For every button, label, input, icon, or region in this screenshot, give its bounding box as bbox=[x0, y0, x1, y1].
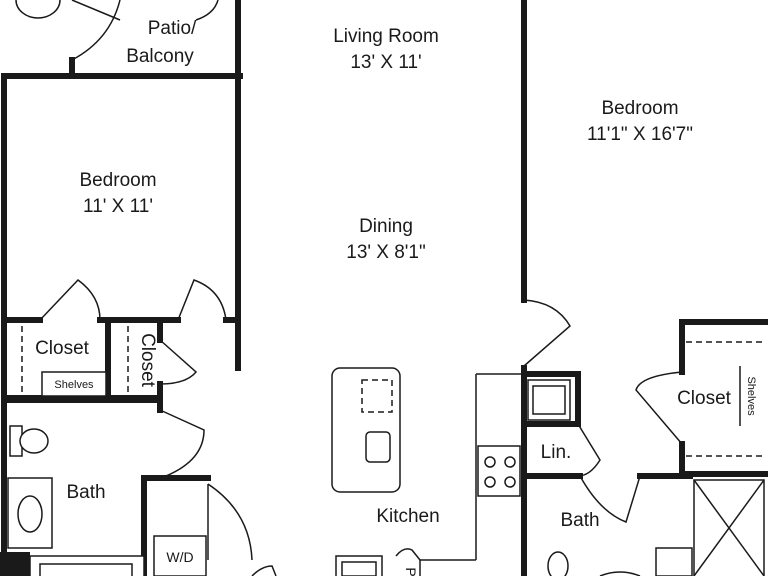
range bbox=[477, 445, 521, 497]
bedroom-right-name: Bedroom bbox=[601, 98, 678, 119]
island-sink bbox=[365, 431, 391, 463]
pantry-label: P bbox=[403, 567, 419, 576]
closet-small-label: Closet bbox=[137, 333, 158, 388]
living-room-name: Living Room bbox=[333, 26, 439, 47]
kitchen-island bbox=[331, 367, 401, 493]
patio-label-line2: Balcony bbox=[126, 46, 194, 67]
bath-left-label: Bath bbox=[66, 482, 105, 503]
bedroom-left-name: Bedroom bbox=[79, 170, 156, 191]
bath-right-label: Bath bbox=[560, 510, 599, 531]
bedroom-left-dims: 11' X 11' bbox=[83, 196, 153, 217]
closet-left-label: Closet bbox=[35, 338, 90, 359]
labels: Patio/ Balcony Living Room 13' X 11' Bed… bbox=[35, 18, 757, 576]
closet-left-shelves: Shelves bbox=[54, 379, 94, 391]
doors bbox=[39, 0, 683, 576]
dining-name: Dining bbox=[359, 216, 413, 237]
closet-right-label: Closet bbox=[677, 388, 732, 409]
washer-dryer bbox=[153, 535, 207, 576]
closet-right-shelves: Shelves bbox=[745, 376, 757, 416]
patio-label-line1: Patio/ bbox=[148, 18, 197, 39]
kitchen-label: Kitchen bbox=[376, 506, 439, 527]
living-room-dims: 13' X 11' bbox=[350, 52, 421, 73]
bedroom-right-dims: 11'1" X 16'7" bbox=[587, 124, 693, 145]
dining-dims: 13' X 8'1" bbox=[346, 242, 426, 263]
linen-label: Lin. bbox=[541, 442, 572, 463]
toilet-bowl bbox=[19, 428, 49, 454]
washer-dryer-label: W/D bbox=[166, 549, 193, 565]
sink bbox=[17, 495, 43, 533]
